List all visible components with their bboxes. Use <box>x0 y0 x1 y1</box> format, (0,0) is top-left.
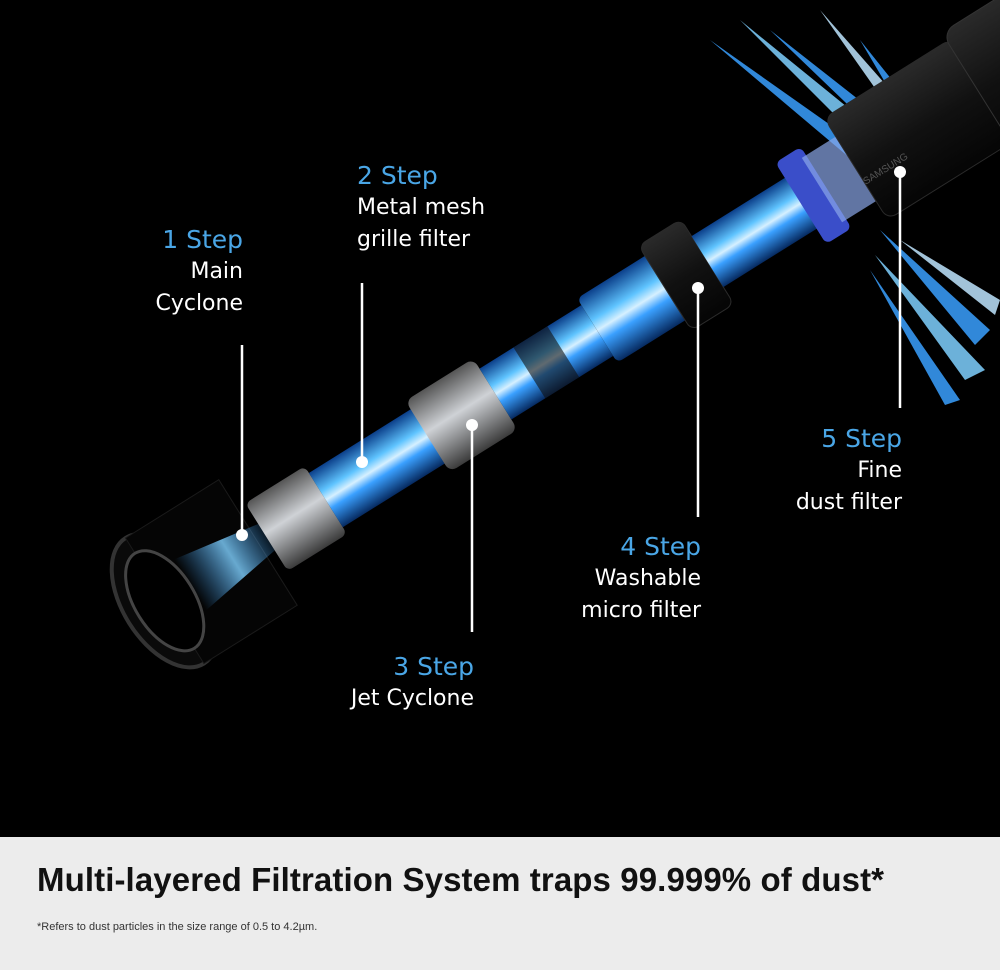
leader-dots <box>236 166 906 541</box>
step-2-title: 2 Step <box>357 161 438 190</box>
headline: Multi-layered Filtration System traps 99… <box>37 861 885 898</box>
step-3-title: 3 Step <box>393 652 474 681</box>
step-2-desc-line-2: grille filter <box>357 227 471 252</box>
step-5-desc-line-2: dust filter <box>795 490 902 515</box>
step-4-label: 4 Step Washable micro filter <box>581 531 701 627</box>
step-1-label: 1 Step Main Cyclone <box>155 224 243 320</box>
leader-lines <box>240 172 902 632</box>
airflow-bottom <box>870 230 1000 405</box>
step-5-desc-line-1: Fine <box>857 458 902 483</box>
step-1-desc-line-2: Cyclone <box>155 291 243 316</box>
product-illustration: SAMSUNG 1 Step Main Cyclone 2 Step Metal… <box>109 0 1000 715</box>
step-5-title: 5 Step <box>821 424 902 453</box>
step-1-desc-line-1: Main <box>190 259 243 284</box>
footnote: *Refers to dust particles in the size ra… <box>37 921 318 933</box>
step-2-desc-line-1: Metal mesh <box>357 195 486 220</box>
step-3-label: 3 Step Jet Cyclone <box>351 651 474 715</box>
step-4-desc-line-2: micro filter <box>581 598 701 623</box>
step-2-label: 2 Step Metal mesh grille filter <box>357 160 485 256</box>
step-4-title: 4 Step <box>620 532 701 561</box>
step-3-desc-line-1: Jet Cyclone <box>350 686 474 711</box>
filtration-illustration: SAMSUNG <box>109 0 1000 670</box>
step-4-desc-line-1: Washable <box>594 566 701 591</box>
footer-banner: Multi-layered Filtration System traps 99… <box>0 837 1000 970</box>
filter-assembly <box>109 0 1000 670</box>
step-1-title: 1 Step <box>162 225 243 254</box>
step-5-label: 5 Step Fine dust filter <box>796 423 902 519</box>
